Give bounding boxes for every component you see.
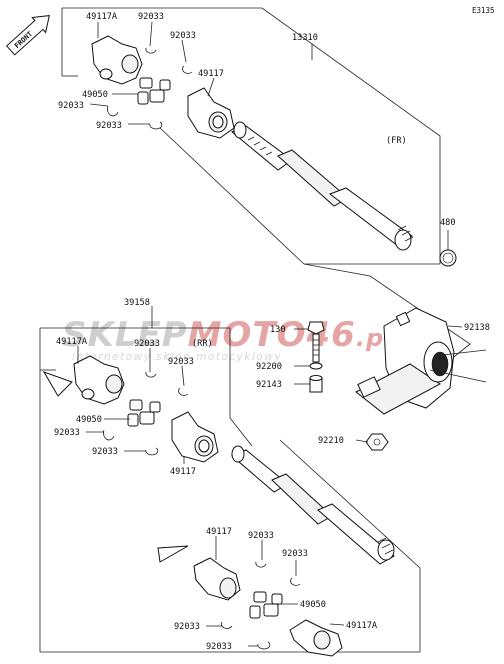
front-arrow-icon: FRONT: [5, 15, 50, 56]
label-39158: 39158: [124, 298, 150, 308]
label-92033-m3: 92033: [54, 428, 80, 438]
label-49117A-bottom: 49117A: [346, 621, 378, 631]
label-13310: 13310: [292, 33, 318, 43]
arrow-icon: [157, 545, 189, 563]
washer-92200: [309, 362, 323, 370]
front-yoke-49117: [187, 87, 235, 139]
label-49050-top: 49050: [82, 90, 108, 100]
circlip-icon: [178, 387, 189, 396]
watermark: SKLEPMOTO46.pl internetowy sklep motocyk…: [62, 315, 393, 363]
label-49050-mid: 49050: [76, 415, 102, 425]
watermark-tagline: internetowy sklep motocyklowy: [72, 351, 282, 363]
rear-frame-outline: [40, 327, 253, 447]
arrow-icon: [42, 371, 73, 397]
label-49117-bottom: 49117: [206, 527, 232, 537]
circlip-icon: [145, 371, 157, 378]
label-92033-b1: 92033: [248, 531, 274, 541]
circlip-icon: [290, 577, 301, 586]
front-shaft-assembly: 49117A 92033 92033 13310 49117 49050 920…: [58, 7, 457, 267]
label-92138: 92138: [464, 323, 490, 333]
label-92033-t1: 92033: [138, 12, 164, 22]
label-92033-m1: 92033: [134, 339, 160, 349]
label-49117A-top: 49117A: [86, 12, 118, 22]
rear-propeller-shaft: [231, 445, 395, 565]
center-bearing-assembly: 130 92200 92143 92138 92210: [256, 263, 490, 451]
rear-yoke-49117A-mid: [73, 355, 125, 405]
front-universal-joint-cross: [137, 77, 171, 105]
collar-92143: [309, 375, 323, 393]
diagram-code: E3135: [472, 6, 495, 15]
label-49050-bottom: 49050: [300, 600, 326, 610]
label-92033-m2: 92033: [168, 357, 194, 367]
label-92033-t3: 92033: [58, 101, 84, 111]
label-92143: 92143: [256, 380, 282, 390]
rear-shaft-assembly: 39158 49117A 92033 (RR) 92033 49050 9203…: [39, 298, 421, 657]
rear-universal-joint-cross-mid: [127, 399, 161, 427]
watermark-brand-right: MOTO: [188, 315, 307, 355]
label-130: 130: [270, 325, 286, 335]
watermark-brand-left: SKLEP: [62, 315, 188, 355]
label-direction-rear: (RR): [192, 339, 213, 349]
rear-universal-joint-cross-bottom: [249, 591, 283, 619]
label-49117-mid: 49117: [170, 467, 196, 477]
label-92033-b4: 92033: [206, 642, 232, 652]
circlip-icon: [145, 447, 159, 456]
circlip-icon: [257, 641, 271, 650]
circlip-icon: [103, 429, 115, 441]
label-480: 480: [440, 218, 456, 228]
svg-text:SKLEPMOTO46.pl: SKLEPMOTO46.pl: [62, 315, 393, 355]
rear-yoke-49117-bottom: [193, 557, 241, 601]
label-49117-top: 49117: [198, 69, 224, 79]
circlip-icon: [182, 65, 193, 74]
label-49117A-mid: 49117A: [56, 337, 88, 347]
front-yoke-49117A: [91, 35, 143, 85]
front-frame-outline: [62, 7, 441, 265]
label-92033-b2: 92033: [282, 549, 308, 559]
label-92200: 92200: [256, 362, 282, 372]
label-92033-b3: 92033: [174, 622, 200, 632]
rear-yoke-49117A-bottom: [289, 619, 343, 657]
rear-yoke-49117-mid: [171, 411, 219, 463]
bearing-housing-92138: [355, 307, 487, 415]
label-92033-t4: 92033: [96, 121, 122, 131]
circlip-icon: [145, 47, 157, 54]
nut-92210: [365, 433, 389, 451]
circlip-icon: [221, 621, 233, 629]
circlip-icon: [149, 121, 163, 130]
label-92033-t2: 92033: [170, 31, 196, 41]
label-direction-front: (FR): [386, 136, 407, 146]
label-92033-m4: 92033: [92, 447, 118, 457]
circlip-icon: [107, 105, 119, 117]
bolt-130: [307, 321, 325, 363]
front-propeller-shaft: [231, 121, 414, 251]
label-92210: 92210: [318, 436, 344, 446]
circlip-icon: [255, 561, 267, 568]
